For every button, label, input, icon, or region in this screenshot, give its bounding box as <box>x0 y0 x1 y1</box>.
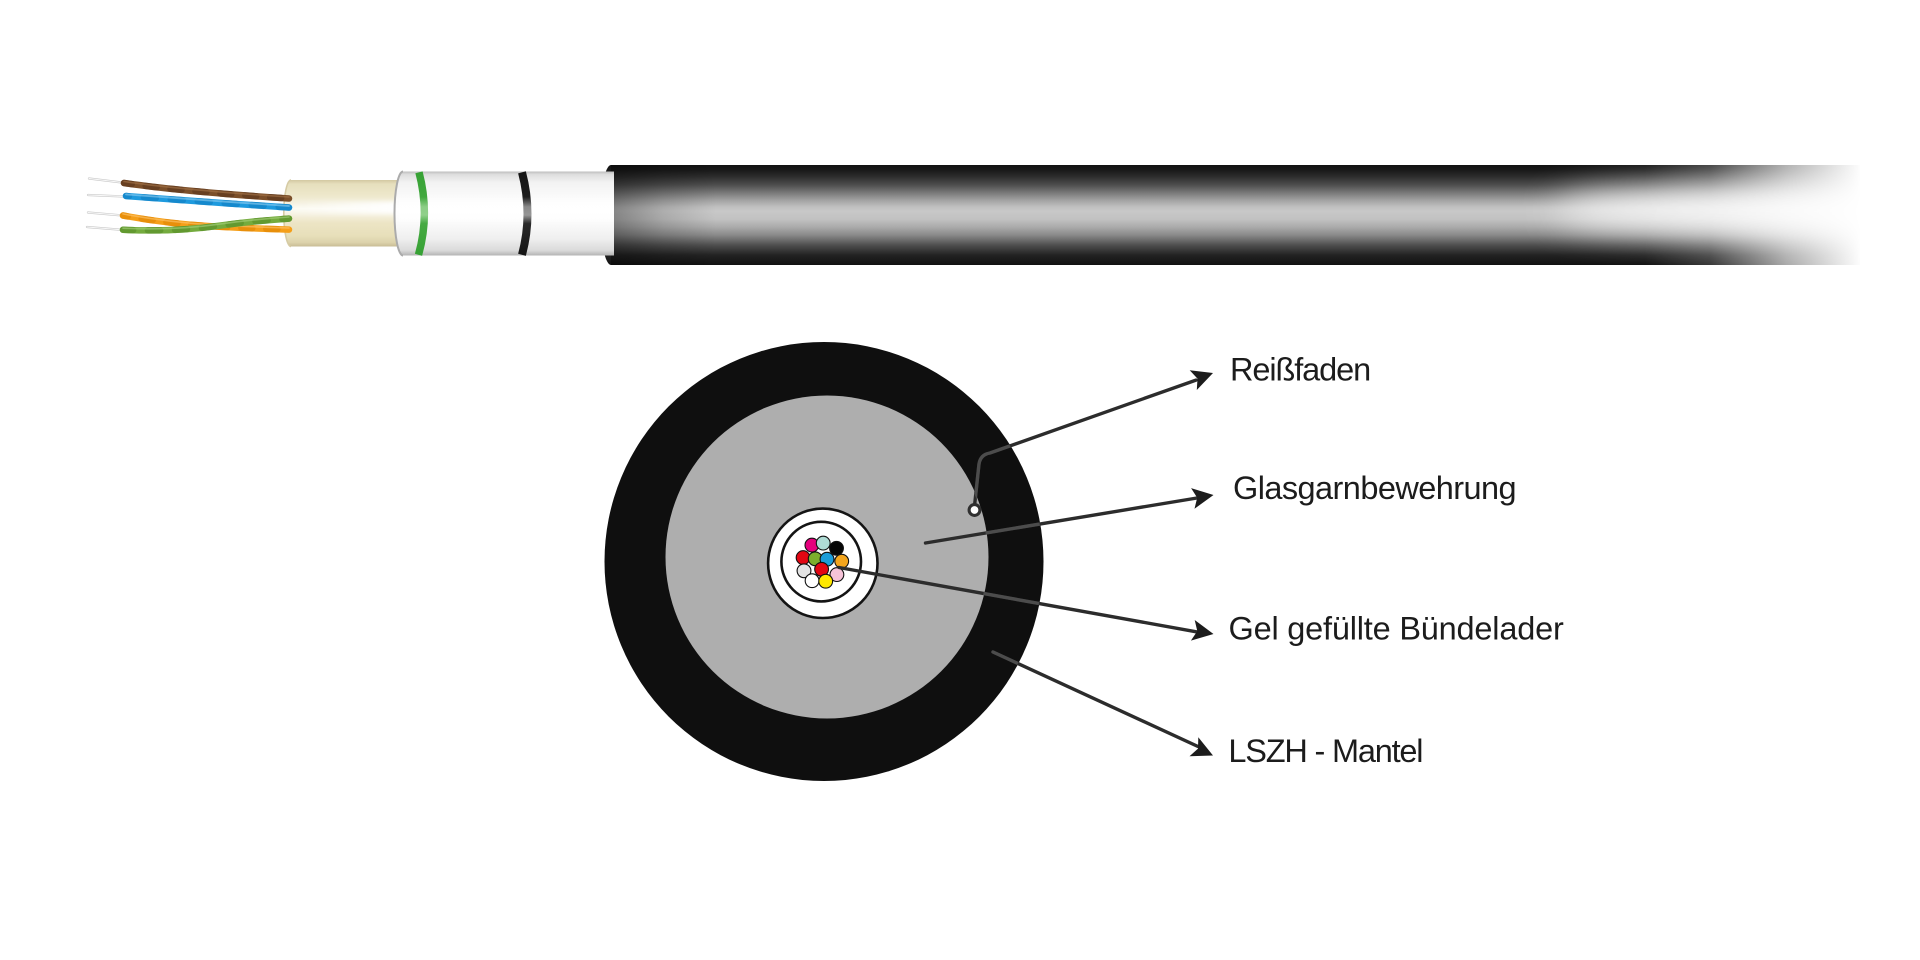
svg-text:Glasgarnbewehrung: Glasgarnbewehrung <box>1233 470 1516 506</box>
svg-text:LSZH - Mantel: LSZH - Mantel <box>1228 733 1422 769</box>
svg-text:Reißfaden: Reißfaden <box>1230 352 1370 388</box>
svg-text:Gel gefüllte Bündelader: Gel gefüllte Bündelader <box>1229 611 1564 647</box>
